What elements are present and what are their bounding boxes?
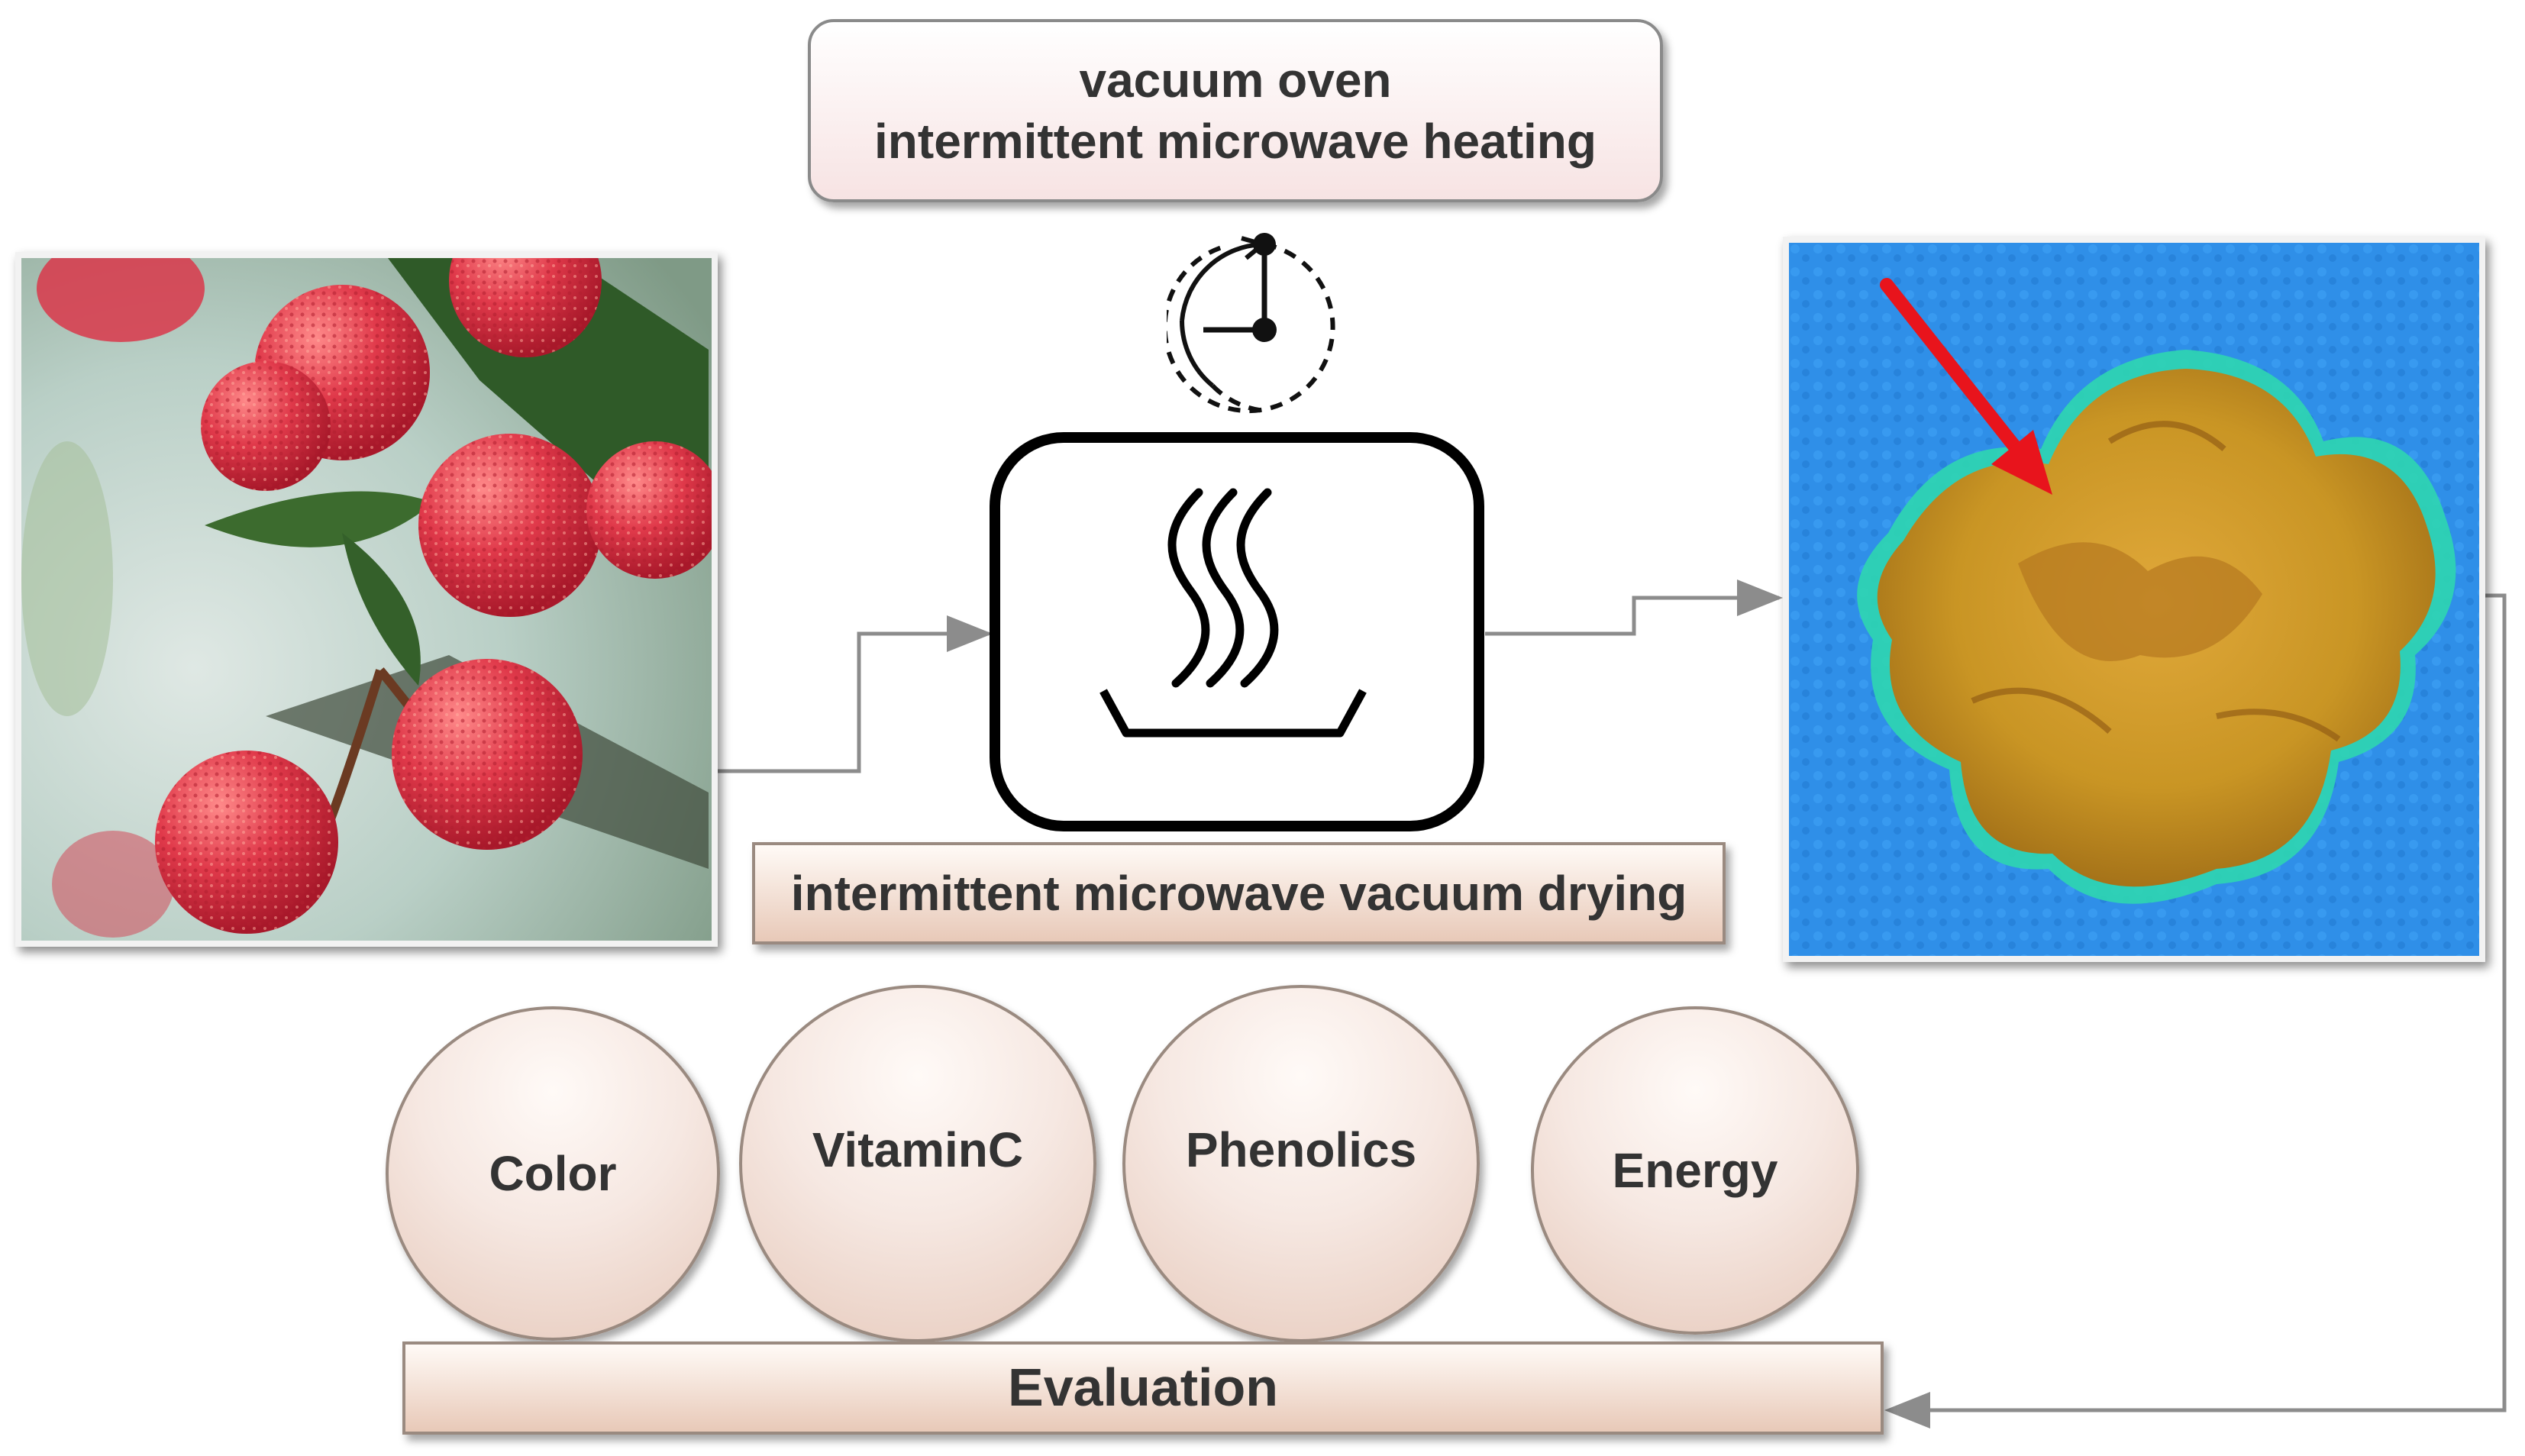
microwave-oven-icon <box>990 432 1484 831</box>
connector-photo-to-oven <box>718 631 989 773</box>
criterion-vitaminc-label: VitaminC <box>812 1122 1024 1177</box>
criterion-color: Color <box>386 1006 720 1341</box>
timer-icon <box>1167 233 1335 414</box>
criterion-vitaminc: VitaminC <box>739 985 1096 1342</box>
vacuum-oven-label: vacuum oven intermittent microwave heati… <box>808 19 1663 202</box>
drying-method-text: intermittent microwave vacuum drying <box>790 866 1687 921</box>
fresh-lychee-photo <box>15 252 718 947</box>
steam-waves <box>1167 488 1279 688</box>
evaluation-bar: Evaluation <box>402 1341 1884 1435</box>
arrowhead-oven <box>947 615 993 652</box>
arrowhead-evaluation <box>1884 1392 1930 1429</box>
dish <box>1099 689 1367 738</box>
vacuum-oven-label-line1: vacuum oven <box>1079 53 1392 108</box>
connector-dried-to-evaluation <box>1894 593 2507 1412</box>
red-arrow <box>1880 278 2052 495</box>
dried-lychee-photo <box>1783 237 2485 962</box>
criterion-phenolics-label: Phenolics <box>1185 1122 1417 1177</box>
criterion-energy: Energy <box>1531 1006 1859 1335</box>
vacuum-oven-label-line2: intermittent microwave heating <box>874 114 1597 169</box>
drying-method-label: intermittent microwave vacuum drying <box>752 842 1726 944</box>
criterion-energy-label: Energy <box>1612 1143 1778 1198</box>
criterion-phenolics: Phenolics <box>1122 985 1480 1342</box>
arrowhead-dried <box>1737 579 1783 616</box>
connector-oven-to-dried <box>1485 596 1779 636</box>
criterion-color-label: Color <box>489 1146 617 1201</box>
evaluation-label: Evaluation <box>1008 1358 1278 1418</box>
